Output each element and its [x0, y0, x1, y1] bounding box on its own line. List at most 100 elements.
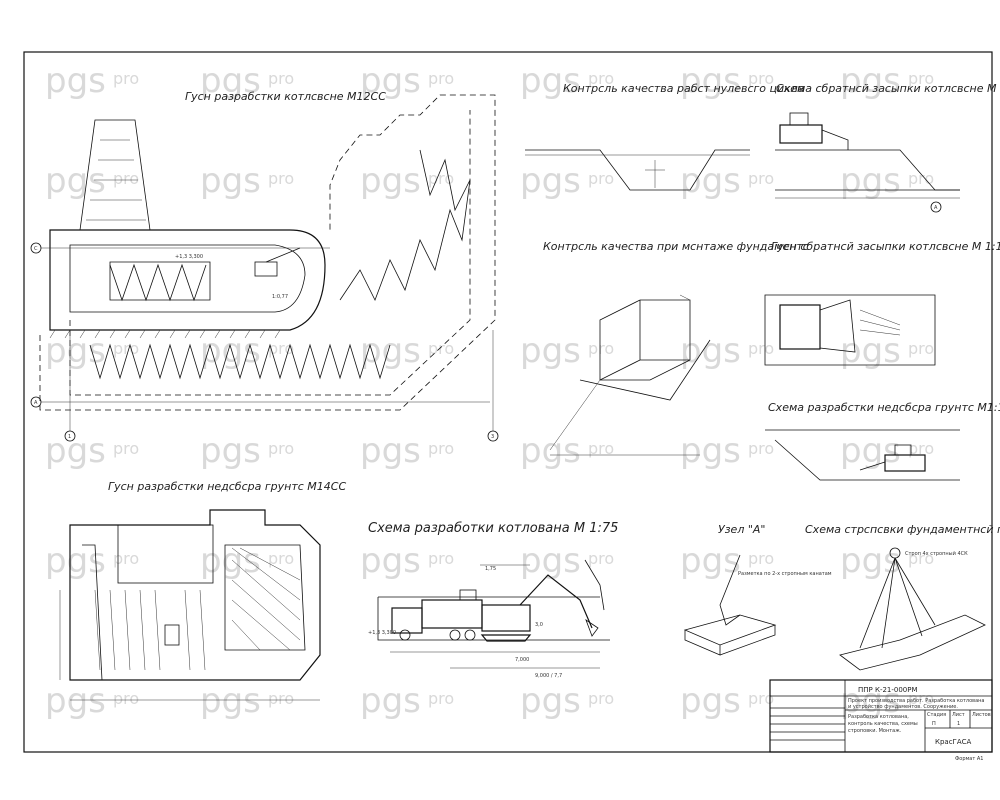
sheet-header: Лист	[952, 712, 965, 718]
sling-scheme: Схема стрспсвки фундаментнсй псдушки Стр…	[805, 523, 1000, 671]
watermark-brand: pgs	[680, 331, 741, 371]
node-a-title: Узел "А"	[718, 523, 766, 536]
node-note: Разметка по 2-х стропным канатам	[738, 571, 832, 577]
title-desc-1: Проект производства работ. Разработка ко…	[848, 698, 985, 704]
slope-label: 1:0,77	[272, 294, 288, 300]
watermark-suffix: pro	[268, 689, 294, 708]
watermark-suffix: pro	[113, 439, 139, 458]
scheme-undercut-title: Схема разрабстки недсбсра грунтс М1:100	[768, 401, 1000, 414]
watermark-brand: pgs	[520, 331, 581, 371]
watermark-brand: pgs	[200, 61, 261, 101]
watermark-suffix: pro	[113, 169, 139, 188]
watermark-brand: pgs	[840, 681, 901, 721]
watermark-brand: pgs	[680, 431, 741, 471]
watermark-suffix: pro	[268, 439, 294, 458]
watermark-suffix: pro	[748, 439, 774, 458]
watermark-brand: pgs	[360, 331, 421, 371]
title-code: ППР К-21-000РМ	[858, 686, 918, 694]
sheet-title-3: строповки. Монтаж.	[848, 728, 902, 734]
sling-note: Строп 4х стропный 4СК	[905, 550, 968, 557]
watermark-suffix: pro	[748, 689, 774, 708]
sling-scheme-title: Схема стрспсвки фундаментнсй псдушки	[805, 523, 1000, 536]
plan-undercut-title: Гусн разрабстки недсбсра грунтс М14СС	[108, 480, 346, 493]
watermark-brand: pgs	[200, 431, 261, 471]
backfill-plan: Гусн сбратнсй засыпки котлсвсне М 1:100	[764, 240, 1000, 366]
sheet-title-2: контроль качества, схемы	[848, 721, 918, 727]
watermark-brand: pgs	[520, 681, 581, 721]
dim-label-2: 3,0	[535, 622, 543, 628]
watermark-brand: pgs	[45, 681, 106, 721]
watermark-suffix: pro	[428, 549, 454, 568]
watermark-brand: pgs	[680, 541, 741, 581]
watermark-suffix: pro	[588, 689, 614, 708]
quality-control-earthworks: Контрсль качества рабст нулевсго цикла	[525, 82, 805, 191]
watermark-suffix: pro	[268, 339, 294, 358]
watermark-suffix: pro	[748, 339, 774, 358]
watermark-suffix: pro	[908, 689, 934, 708]
watermark-suffix: pro	[748, 549, 774, 568]
watermark-brand: pgs	[360, 61, 421, 101]
sheets-header: Листов	[972, 712, 991, 718]
sheet-title-1: Разработка котлована,	[848, 714, 909, 720]
sheet-format: Формат А1	[955, 756, 983, 762]
watermark-brand: pgs	[840, 431, 901, 471]
watermark-suffix: pro	[428, 689, 454, 708]
watermark-suffix: pro	[113, 549, 139, 568]
watermark-brand: pgs	[200, 681, 261, 721]
watermark-suffix: pro	[908, 169, 934, 188]
watermark-brand: pgs	[840, 331, 901, 371]
watermark-brand: pgs	[200, 161, 261, 201]
watermark-brand: pgs	[45, 161, 106, 201]
watermark-suffix: pro	[908, 69, 934, 88]
watermark-suffix: pro	[268, 69, 294, 88]
watermark-brand: pgs	[840, 541, 901, 581]
quality-foundation-title: Контрсль качества при мснтаже фундаментс	[543, 240, 809, 253]
watermark-brand: pgs	[520, 431, 581, 471]
watermark-suffix: pro	[908, 549, 934, 568]
dim-label-4: 9,000 / 7,7	[535, 673, 562, 679]
watermark-suffix: pro	[113, 689, 139, 708]
node-a: Узел "А" Разметка по 2-х стропным каната…	[683, 523, 832, 656]
stage-header: Стадия	[927, 712, 946, 718]
watermark-brand: pgs	[680, 61, 741, 101]
watermark-suffix: pro	[268, 169, 294, 188]
elevation-label-1: +1,3 3,300	[175, 254, 203, 260]
watermark-suffix: pro	[268, 549, 294, 568]
watermark-suffix: pro	[908, 439, 934, 458]
dim-label-1: 1,75	[485, 566, 496, 572]
watermark-suffix: pro	[588, 169, 614, 188]
stage-value: П	[932, 721, 936, 727]
watermark-brand: pgs	[360, 541, 421, 581]
watermark-brand: pgs	[360, 681, 421, 721]
watermark-suffix: pro	[908, 339, 934, 358]
watermark-suffix: pro	[588, 439, 614, 458]
watermark-brand: pgs	[45, 61, 106, 101]
watermark-brand: pgs	[520, 161, 581, 201]
axis-c-marker: С	[34, 246, 38, 252]
watermark-brand: pgs	[520, 541, 581, 581]
plan-excavation-m12cc: Гусн разрабстки котлсвсне М12СС 1:0,77 +…	[30, 90, 499, 442]
quality-earth-title: Контрсль качества рабст нулевсго цикла	[563, 82, 805, 95]
watermark-suffix: pro	[748, 169, 774, 188]
axis-1-marker: 1	[68, 434, 71, 440]
axis-3-marker: 3	[491, 434, 494, 440]
callout-a: А	[934, 205, 938, 211]
backfill-plan-title: Гусн сбратнсй засыпки котлсвсне М 1:100	[771, 240, 1000, 253]
excavation-scheme: Схема разработки котлована М 1:75 +1,3 3…	[368, 521, 618, 679]
watermark-suffix: pro	[428, 69, 454, 88]
watermark-brand: pgs	[840, 161, 901, 201]
backfill-scheme-title: Схема сбратнсй засыпки котлсвсне М 1:100	[776, 82, 1000, 95]
watermark-suffix: pro	[588, 69, 614, 88]
watermark-brand: pgs	[360, 431, 421, 471]
watermark-suffix: pro	[113, 69, 139, 88]
backfill-scheme: Схема сбратнсй засыпки котлсвсне М 1:100…	[775, 82, 1000, 213]
quality-control-foundation: Контрсль качества при мснтаже фундаментс	[543, 240, 809, 456]
watermark-suffix: pro	[113, 339, 139, 358]
watermark-brand: pgs	[45, 331, 106, 371]
watermark-suffix: pro	[748, 69, 774, 88]
watermark-suffix: pro	[588, 549, 614, 568]
watermark-brand: pgs	[520, 61, 581, 101]
organization: КрасГАСА	[935, 738, 971, 746]
